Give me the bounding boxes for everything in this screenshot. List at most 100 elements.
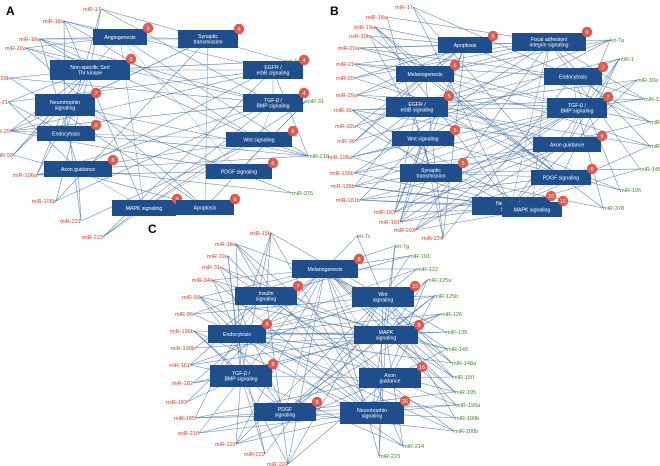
count-badge [142,22,154,34]
pathway-label: BMP signaling [224,377,257,383]
interaction-edge [272,69,309,157]
count-badge-text: 16 [419,365,425,371]
pathway-label: Synaptic [421,168,441,174]
mirna-label-up: miR-20b [0,76,10,82]
interaction-edge [353,63,562,178]
pathway-label: Axon guidance [550,142,584,148]
interaction-edge [77,168,82,222]
mirna-label-down: miR-148a [452,361,477,367]
pathway-label: MAPK [379,330,394,336]
pathway-box [533,137,601,152]
mirna-label-down: miR-214 [403,444,424,450]
interaction-edge [399,107,578,223]
pathway-label: BMP signaling [256,104,289,110]
interaction-edge [358,47,574,77]
count-badge [581,26,593,38]
pathway-label: signaling [275,413,296,419]
interaction-edge [77,155,309,170]
count-badge [597,61,609,73]
mirna-label-up: miR-185 [174,416,195,422]
mirna-label-down: miR-199a [456,403,481,409]
count-badge-text: 5 [447,94,450,100]
pathway-box [235,287,297,305]
pathway-box [226,132,292,147]
interaction-edge [119,36,240,172]
interaction-edge [189,296,384,366]
interaction-edge [270,232,373,414]
pathway-label: TGF-β / [264,98,283,104]
interaction-edge [385,334,404,447]
count-badge-text: 4 [302,91,305,97]
mirna-label-up: miR-130b [171,346,195,352]
count-badge-text: 8 [94,123,97,129]
count-badge [443,90,455,102]
pathway-label: PDGF signaling [543,175,579,181]
count-badge-text: 9 [271,362,274,368]
pathway-label: Melanogenesis [408,72,443,78]
count-badge [90,119,102,131]
mirna-label-up: miR-106b [32,199,56,205]
pathway-label: Non-specific Ser/ [70,65,110,71]
interaction-edge [39,38,260,140]
interaction-edge [284,334,387,413]
mirna-label-down: miR-223 [379,454,400,460]
interaction-edge [424,73,651,147]
mirna-label-up: miR-20a [5,46,27,52]
interaction-edge [572,76,621,191]
interaction-edge [353,107,578,174]
interaction-edge [385,279,428,336]
interaction-edge [358,47,578,109]
nodes-layer: Angiogenesis3Synaptictransmission4Non-sp… [35,22,614,424]
interaction-edge [204,38,209,208]
mirna-label-down: miR-150 [453,375,474,381]
mirna-label-down: let-7g [395,244,409,250]
pathway-label: MAPK signaling [126,206,163,212]
mirna-label-up: miR-18a [366,15,388,21]
pathway-box [206,164,272,179]
mirna-label-down: miR-137 [650,120,660,126]
mirna-label-up: miR-135b [331,184,355,190]
pathway-label: TGF-β / [568,103,587,109]
interaction-edge [219,266,391,379]
pathway-box [531,170,591,185]
pathway-label: Endocytosis [223,332,251,338]
interaction-edge [36,69,91,176]
pathway-label: Axon guidance [61,167,95,173]
mirna-label-down: miR-145 [640,167,660,173]
count-badge-text: 7 [94,91,97,97]
count-badge [409,280,421,292]
mirna-label-up: miR-25 [0,129,10,135]
mirna-label-up: miR-31 [334,108,352,114]
count-badge [586,163,598,175]
interaction-edge [359,138,424,201]
interaction-edge [192,296,384,315]
interaction-edge [219,266,387,336]
pathway-label: Apoptosis [454,43,477,49]
mirna-label-up: miR-96 [337,139,355,145]
mirna-label-up: miR-106a [13,173,38,179]
count-badge [125,53,137,65]
count-badge-text: 7 [606,95,609,101]
interaction-edge [39,38,274,104]
interaction-edge [143,139,260,209]
count-badge [229,193,241,205]
interaction-edge [351,109,432,174]
interaction-edge [240,375,404,447]
mirna-label-up: miR-221 [215,442,236,448]
count-badge-text: 8 [315,400,318,406]
interaction-edge [382,296,456,419]
mirna-label-down: miR-133a [644,97,660,103]
interaction-edge [193,330,373,414]
